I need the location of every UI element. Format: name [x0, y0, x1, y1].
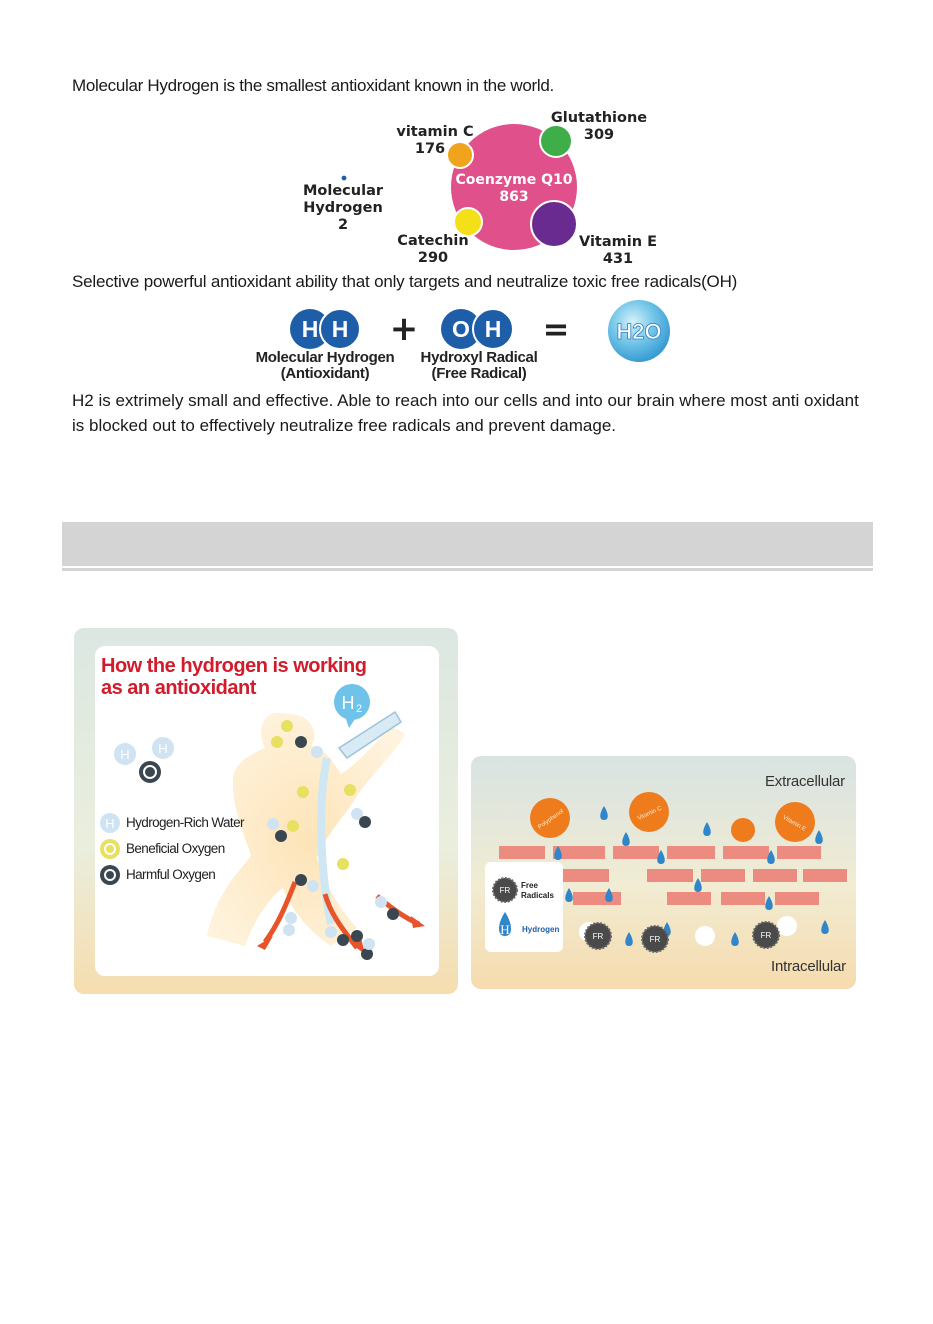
- molecular-hydrogen-label: Molecular Hydrogen 2: [302, 183, 384, 233]
- svg-text:H: H: [105, 816, 114, 831]
- vitamin-c-label: vitamin C 176: [396, 124, 474, 157]
- hydrogen-rich-water-icon: [100, 813, 120, 833]
- free-radical-particles: FR FR FR: [584, 921, 780, 953]
- svg-text:H: H: [342, 693, 355, 713]
- catechin-label: Catechin 290: [397, 233, 469, 266]
- hydrogen-antioxidant-panel-inner: H 2 H H: [95, 646, 439, 976]
- particles: [267, 720, 399, 960]
- cell-membrane-diagram: Polyphenol Vitamin C Vitamin E FR FR FR …: [485, 792, 847, 953]
- svg-text:FR: FR: [500, 886, 511, 895]
- harmful-oxygen-icon: [100, 865, 120, 885]
- hydrogen-legend-label: Hydrogen: [522, 925, 560, 934]
- coenzyme-q10-label: Coenzyme Q10 863: [455, 172, 573, 205]
- extracellular-label: Extracellular: [765, 773, 845, 790]
- intracellular-label: Intracellular: [771, 958, 846, 975]
- antioxidant-size-diagram: [341, 124, 578, 250]
- svg-text:H: H: [120, 747, 129, 762]
- o-letter: O: [452, 316, 470, 342]
- h-letter-3: H: [485, 316, 502, 342]
- beneficial-oxygen-icon: [100, 839, 120, 859]
- catechin-circle: [453, 207, 483, 237]
- equals-sign: =: [543, 310, 570, 348]
- svg-text:H: H: [158, 741, 167, 756]
- h2-description-paragraph: H2 is extrimely small and effective. Abl…: [72, 391, 859, 435]
- water-bottle-icon: [337, 710, 403, 760]
- hydroxyl-radical-caption: Hydroxyl Radical (Free Radical): [420, 349, 538, 382]
- vitamin-c-circle: [446, 141, 474, 169]
- free-radical-legend-icon: [492, 877, 518, 903]
- legend-harmful-oxygen: Harmful Oxygen: [126, 867, 216, 882]
- svg-text:FR: FR: [650, 935, 661, 944]
- svg-text:FR: FR: [761, 931, 772, 940]
- hydroxyl-molecule-icon: O H: [441, 308, 514, 350]
- svg-text:H: H: [500, 922, 509, 937]
- vitamin-e-label: Vitamin E 431: [578, 234, 657, 267]
- free-radicals-legend-label: Free Radicals: [521, 881, 554, 900]
- arrow-icon-1: [262, 881, 298, 944]
- vitamin-e-bubble: [775, 802, 815, 842]
- section-header-bar: [62, 522, 873, 566]
- h2o-text: H2O: [616, 319, 661, 344]
- h-letter-1: H: [302, 316, 319, 342]
- selective-text: Selective powerful antioxidant ability t…: [72, 272, 738, 291]
- water-molecule-illustration: H H: [114, 737, 174, 783]
- h2-oh-equation: H H + O H = H2O: [290, 300, 670, 362]
- legend-hydrogen-rich-water: Hydrogen-Rich Water: [126, 815, 245, 830]
- svg-text:FR: FR: [593, 932, 604, 941]
- hydrogen-legend-icon: [499, 912, 511, 936]
- membrane-bricks: [499, 846, 847, 905]
- molecular-hydrogen-caption: Molecular Hydrogen (Antioxidant): [255, 349, 395, 382]
- h2-badge-icon: H 2: [334, 684, 370, 728]
- human-body-illustration: H 2 H H: [100, 684, 425, 960]
- body-silhouette: [207, 712, 405, 946]
- molecular-hydrogen-dot: [341, 175, 347, 181]
- plus-sign: +: [390, 309, 419, 349]
- intro-text: Molecular Hydrogen is the smallest antio…: [72, 76, 554, 95]
- polyphenol-bubble: [530, 798, 570, 838]
- hydrogen-molecule-icon: H H: [290, 308, 361, 350]
- legend-beneficial-oxygen: Beneficial Oxygen: [126, 841, 225, 856]
- h-letter-2: H: [332, 316, 349, 342]
- glutathione-label: Glutathione 309: [550, 110, 648, 143]
- cell-legend-box: [485, 862, 563, 952]
- water-molecule-icon: H2O: [608, 300, 670, 362]
- section-divider: [62, 568, 873, 571]
- vitamin-e-circle: [530, 200, 578, 248]
- glutathione-circle: [539, 124, 573, 158]
- antioxidant-panel-title: How the hydrogen is working as an antiox…: [101, 655, 367, 699]
- small-bubble: [731, 818, 755, 842]
- svg-text:2: 2: [356, 703, 362, 715]
- vitamin-c-bubble: [629, 792, 669, 832]
